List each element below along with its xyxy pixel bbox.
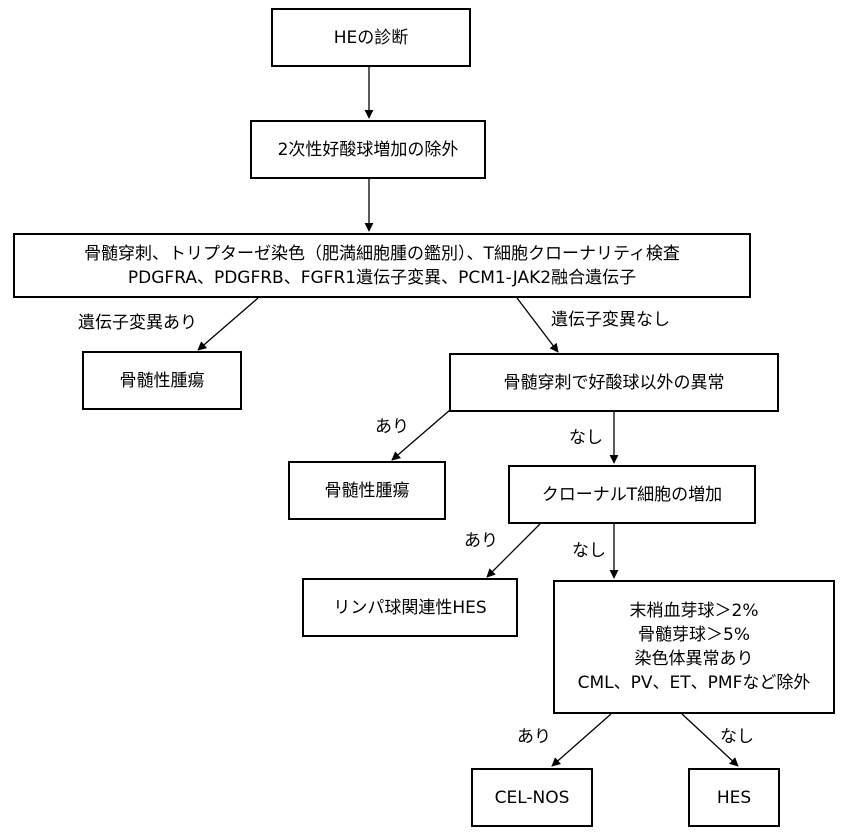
node-text-line-2: 骨髄芽球＞5%: [638, 625, 750, 645]
node-text-line-1: 骨髄穿刺、トリプターゼ染色（肥満細胞腫の鑑別）、T細胞クローナリティ検査: [84, 243, 680, 264]
node-text: 骨髄性腫瘍: [324, 480, 410, 501]
node-text: クローナルT細胞の増加: [541, 484, 723, 505]
edge-label-mutation-yes: 遺伝子変異あり: [78, 313, 197, 333]
node-lymphocytic-hes: リンパ球関連性HES: [302, 578, 518, 637]
arrow-clonal-to-lymphocytic-hes: [486, 523, 541, 578]
node-text: HES: [716, 787, 752, 808]
arrow-bm-to-myeloid-2: [391, 409, 451, 461]
arrow-criteria-to-hes: [681, 713, 739, 767]
node-bm-abnormality: 骨髄穿刺で好酸球以外の異常: [449, 353, 779, 412]
node-text: 骨髄性腫瘍: [119, 370, 205, 391]
node-text: 骨髄穿刺で好酸球以外の異常: [503, 372, 725, 393]
node-text-line-1: 末梢血芽球＞2%: [629, 601, 759, 621]
node-text: HEの診断: [333, 27, 409, 48]
edge-label-criteria-yes: あり: [517, 727, 551, 747]
node-text-line-2: PDGFRA、PDGFRB、FGFR1遺伝子変異、PCM1-JAK2融合遺伝子: [127, 267, 637, 288]
node-he-diagnosis: HEの診断: [271, 8, 471, 67]
arrow-workup-to-bm-abnormality: [516, 297, 559, 353]
node-text-line-3: 染色体異常あり: [634, 649, 754, 669]
node-secondary-exclusion: 2次性好酸球増加の除外: [250, 120, 486, 179]
node-hes: HES: [688, 768, 780, 827]
node-workup: 骨髄穿刺、トリプターゼ染色（肥満細胞腫の鑑別）、T細胞クローナリティ検査 PDG…: [13, 233, 751, 298]
node-blast-criteria: 末梢血芽球＞2% 骨髄芽球＞5% 染色体異常あり CML、PV、ET、PMFなど…: [553, 580, 835, 714]
arrow-workup-to-myeloid-1: [197, 297, 259, 351]
node-cel-nos: CEL-NOS: [471, 768, 593, 827]
edge-label-criteria-no: なし: [720, 727, 754, 747]
edge-label-bm-yes: あり: [375, 417, 409, 437]
node-myeloid-neoplasm-2: 骨髄性腫瘍: [288, 461, 446, 520]
node-text: 2次性好酸球増加の除外: [277, 139, 459, 160]
edge-label-bm-no: なし: [569, 428, 603, 448]
node-clonal-t-cell: クローナルT細胞の増加: [508, 465, 756, 524]
edge-label-mutation-no: 遺伝子変異なし: [551, 310, 670, 330]
node-text-line-4: CML、PV、ET、PMFなど除外: [577, 673, 811, 693]
arrow-criteria-to-cel-nos: [551, 713, 612, 767]
edge-label-clonal-yes: あり: [464, 531, 498, 551]
node-text: リンパ球関連性HES: [333, 597, 487, 618]
node-text: CEL-NOS: [494, 787, 570, 808]
node-myeloid-neoplasm-1: 骨髄性腫瘍: [82, 351, 242, 410]
edge-label-clonal-no: なし: [572, 541, 606, 561]
